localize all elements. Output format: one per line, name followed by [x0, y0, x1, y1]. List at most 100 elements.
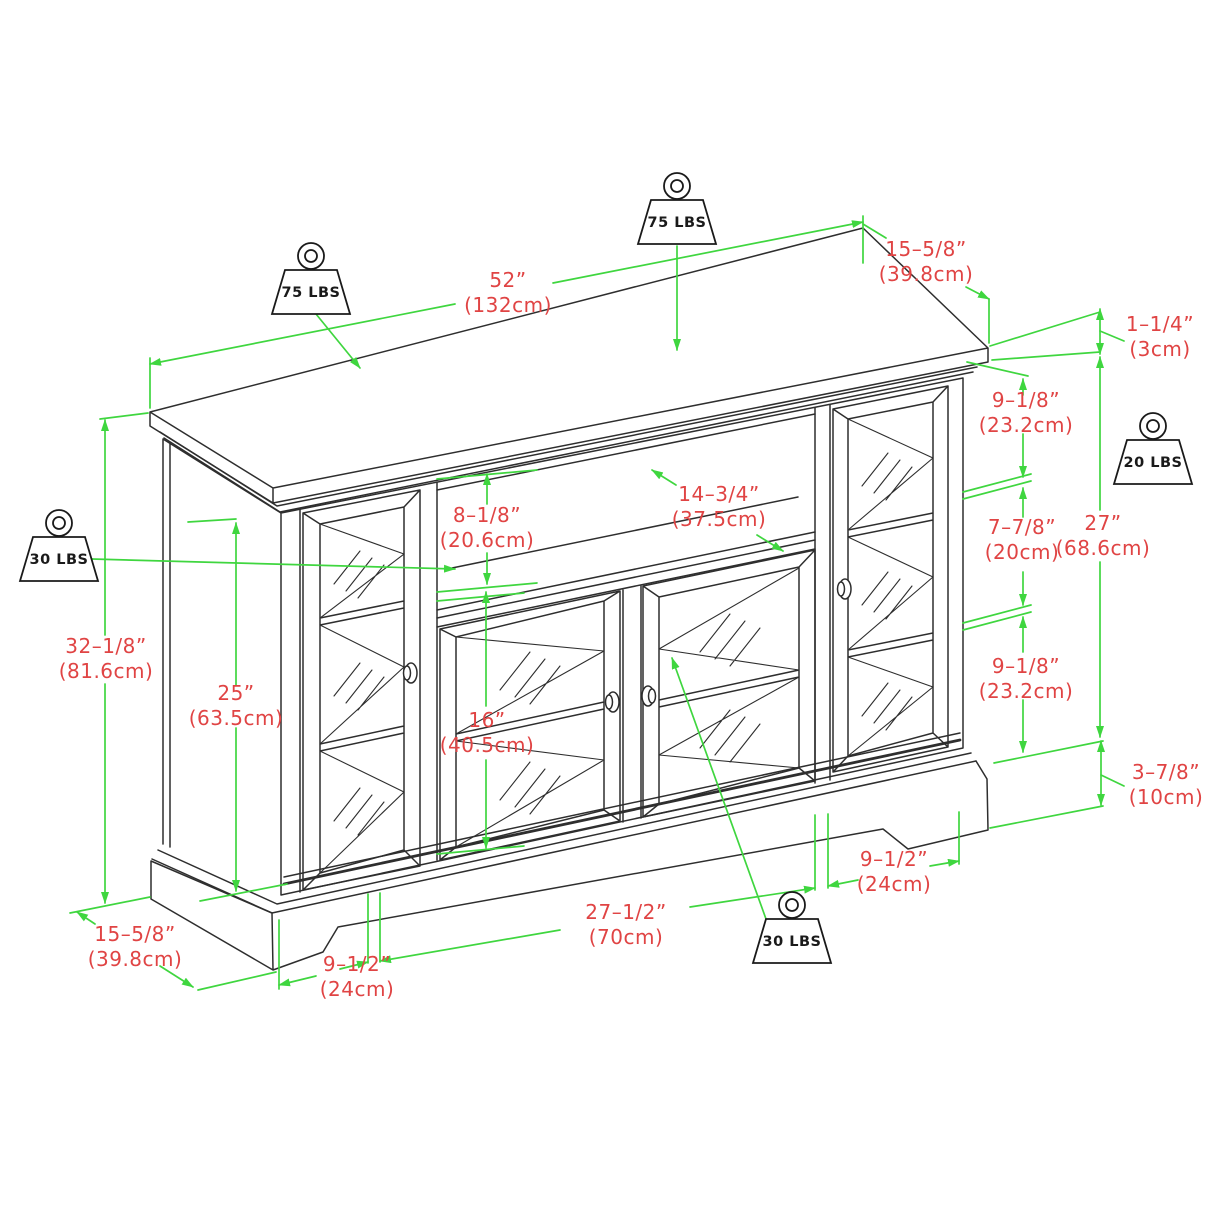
- dim-carcass-height-label: 27” (68.6cm): [1056, 511, 1151, 561]
- dim-top-thickness-label: 1–1/4” (3cm): [1126, 312, 1194, 362]
- dim-center-width-line2: [689, 885, 816, 908]
- front-face: [280, 377, 964, 896]
- weight-label-bottom: 30 LBS: [762, 934, 822, 950]
- dim-right-lower-shelf-label: 9–1/8” (23.2cm): [979, 654, 1074, 704]
- dim-front-height-ext: [187, 518, 288, 902]
- dim-base-depth-line2: [159, 965, 194, 988]
- dim-inches: 9–1/2”: [859, 847, 929, 871]
- right-glass-door: [832, 385, 949, 773]
- weight-label-top-center: 75 LBS: [647, 215, 707, 231]
- dim-inches: 8–1/8”: [452, 503, 522, 527]
- dim-inches: 1–1/4”: [1125, 312, 1195, 336]
- dim-base-height-ext: [989, 740, 1125, 829]
- weight-icon-20lbs-right: [1112, 412, 1194, 485]
- dim-overall-height-label: 32–1/8” (81.6cm): [59, 634, 154, 684]
- weight-icons: [18, 172, 1194, 964]
- dim-inches: 9–1/8”: [991, 654, 1061, 678]
- dim-right-middle-shelf-label: 7–7/8” (20cm): [985, 515, 1060, 565]
- dim-inches: 9–1/8”: [991, 388, 1061, 412]
- dim-top-opening-label: 8–1/8” (20.6cm): [440, 503, 535, 553]
- dim-inches: 14–3/4”: [678, 482, 760, 506]
- dimension-lines: [69, 215, 1125, 991]
- dim-top-depth-line2: [965, 286, 990, 300]
- dim-shelf-depth-label: 14–3/4” (37.5cm): [672, 482, 767, 532]
- leader-weight-top-left: [315, 313, 361, 369]
- dim-cm: (70cm): [588, 925, 664, 949]
- dim-base-height-label: 3–7/8” (10cm): [1129, 760, 1204, 810]
- dim-front-height-label: 25” (63.5cm): [189, 681, 284, 731]
- dim-cm: (10cm): [1128, 785, 1204, 809]
- weight-label-right: 20 LBS: [1123, 455, 1183, 471]
- dim-cm: (3cm): [1129, 337, 1191, 361]
- weight-label-top-left: 75 LBS: [281, 285, 341, 301]
- dim-inches: 16”: [468, 708, 506, 732]
- dim-right-foot-line: [827, 879, 859, 888]
- dim-left-foot-line2: [339, 960, 369, 970]
- dim-inches: 25”: [217, 681, 255, 705]
- bottom-rail-shadow: [282, 738, 962, 886]
- dim-cm: (63.5cm): [188, 706, 284, 730]
- cabinet: [149, 227, 989, 971]
- weight-icon-75lbs-top-center: [636, 172, 718, 245]
- dim-inches: 15–5/8”: [94, 922, 176, 946]
- glass-bevel-and-hatch-marks: [319, 418, 934, 874]
- dim-inches: 27”: [1084, 511, 1122, 535]
- top-slab: [149, 227, 989, 504]
- dim-inches: 32–1/8”: [65, 634, 147, 658]
- dim-center-width-ext: [367, 813, 829, 964]
- left-side-panel: [162, 438, 282, 848]
- dim-base-depth-line: [76, 911, 96, 925]
- dim-top-width-label: 52” (132cm): [464, 268, 552, 318]
- dim-center-width-label: 27–1/2” (70cm): [585, 900, 667, 950]
- dim-right-foot-line2: [929, 858, 960, 867]
- dim-left-foot-label: 9–1/2” (24cm): [320, 952, 395, 1002]
- dim-top-depth-label: 15–5/8” (39.8cm): [879, 237, 974, 287]
- dim-top-thickness: [989, 311, 1125, 361]
- dim-cm: (20cm): [984, 540, 1060, 564]
- dim-center-width-line: [379, 929, 561, 964]
- open-shelf-compartment: [436, 413, 816, 628]
- dim-inches: 15–5/8”: [885, 237, 967, 261]
- dim-inches: 7–7/8”: [987, 515, 1057, 539]
- leader-weight-left: [91, 558, 456, 573]
- dim-left-foot-line: [278, 975, 317, 987]
- weight-icon-30lbs-bottom: [751, 891, 833, 964]
- dim-cm: (23.2cm): [978, 413, 1074, 437]
- dim-cm: (132cm): [464, 293, 552, 317]
- dim-shelf-depth-line: [651, 469, 677, 486]
- dim-cm: (24cm): [856, 872, 932, 896]
- dim-cm: (40.5cm): [439, 733, 535, 757]
- dim-cm: (24cm): [319, 977, 395, 1001]
- dim-cm: (23.2cm): [978, 679, 1074, 703]
- dim-top-width-line2: [552, 220, 864, 284]
- dim-cm: (39.8cm): [878, 262, 974, 286]
- dim-inches: 52”: [489, 268, 527, 292]
- dim-right-foot-label: 9–1/2” (24cm): [857, 847, 932, 897]
- dim-cm: (39.8cm): [87, 947, 183, 971]
- dim-lower-opening-label: 16” (40.5cm): [440, 708, 535, 758]
- weight-label-left: 30 LBS: [29, 552, 89, 568]
- dim-overall-height-ext: [69, 412, 151, 914]
- weight-icon-30lbs-left: [18, 509, 100, 582]
- dim-lower-opening-ext: [436, 592, 525, 855]
- dim-right-upper-shelf-label: 9–1/8” (23.2cm): [979, 388, 1074, 438]
- dim-inches: 3–7/8”: [1131, 760, 1201, 784]
- weight-icon-75lbs-top-left: [270, 242, 352, 315]
- dim-cm: (37.5cm): [671, 507, 767, 531]
- dim-inches: 27–1/2”: [585, 900, 667, 924]
- dim-base-depth-label: 15–5/8” (39.8cm): [88, 922, 183, 972]
- base-plinth: [150, 760, 989, 971]
- left-glass-door: [302, 489, 421, 891]
- dim-inches: 9–1/2”: [322, 952, 392, 976]
- dim-top-depth-line: [862, 223, 887, 239]
- dim-top-width-line: [149, 303, 456, 366]
- right-ladder-ticks: [962, 361, 1032, 631]
- dim-base-depth-ext: [197, 971, 277, 991]
- dim-cm: (81.6cm): [58, 659, 154, 683]
- door-knobs: [402, 578, 852, 713]
- dim-cm: (68.6cm): [1055, 536, 1151, 560]
- dim-cm: (20.6cm): [439, 528, 535, 552]
- dim-shelf-depth-line2: [756, 534, 784, 552]
